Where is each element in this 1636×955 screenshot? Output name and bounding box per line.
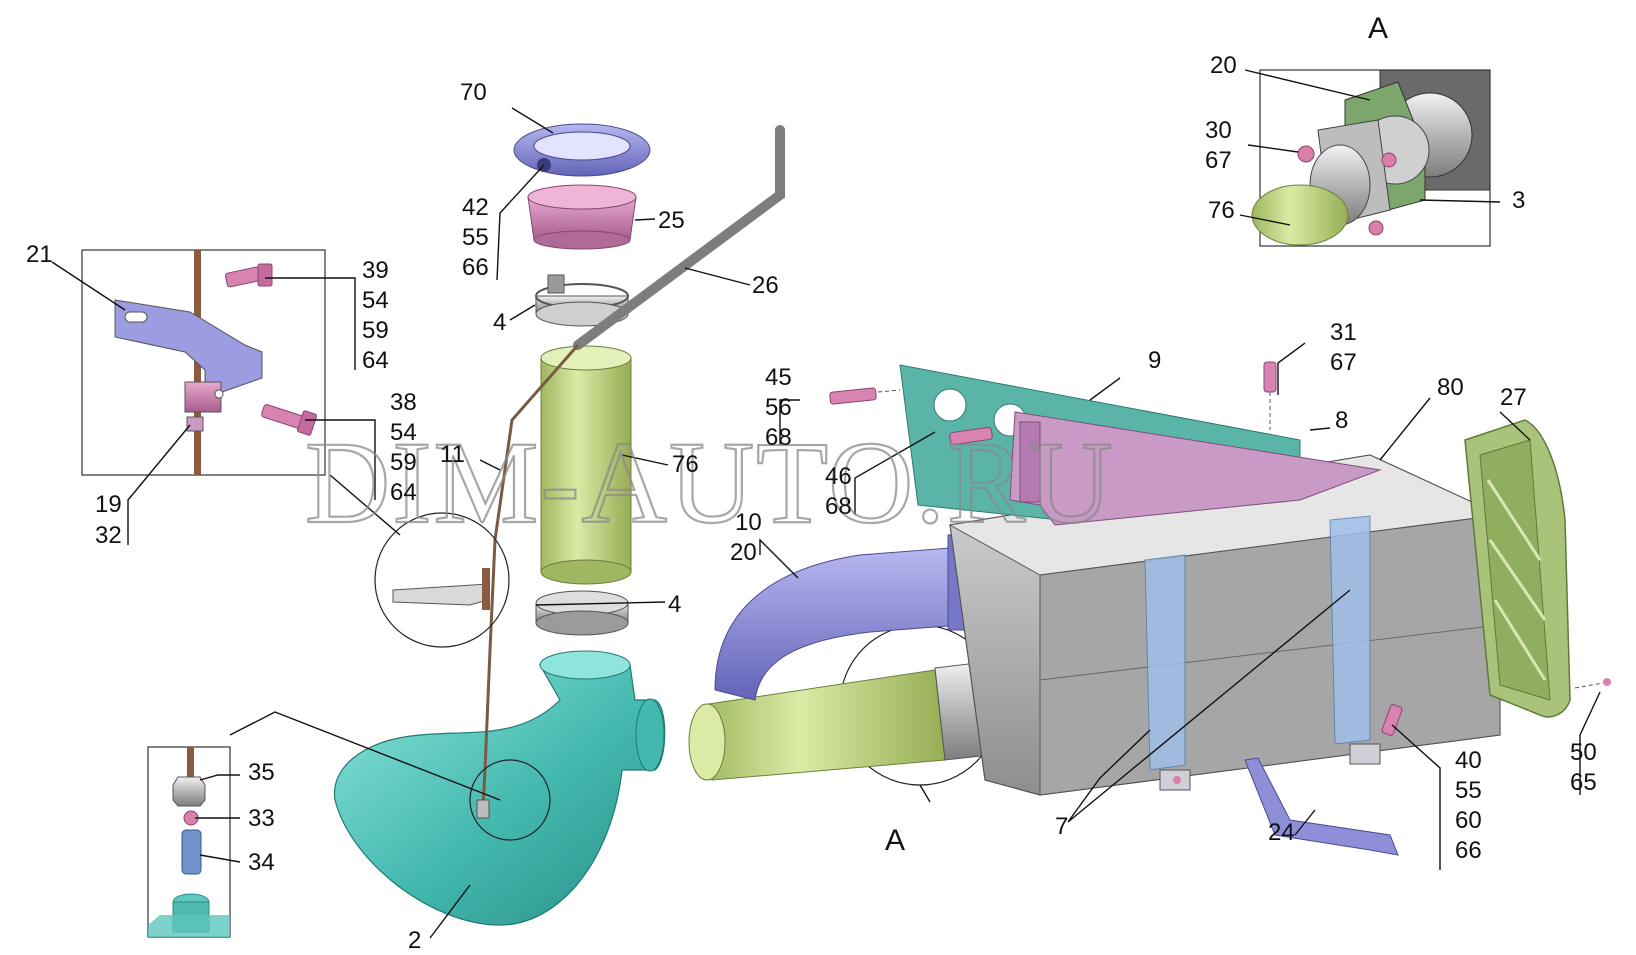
label-25: 25	[658, 207, 685, 234]
label-68: 68	[765, 424, 792, 451]
label-2: 2	[408, 927, 421, 954]
label-66: 66	[462, 254, 489, 281]
label-76: 76	[1208, 197, 1235, 224]
label-9: 9	[1148, 347, 1161, 374]
bolt-icon	[1574, 678, 1611, 689]
bolt-icon	[949, 427, 993, 445]
sensor-fitting	[476, 799, 490, 819]
clamp-icon	[513, 123, 651, 177]
label-67: 67	[1205, 147, 1232, 174]
sensor-wire	[481, 344, 580, 809]
detail-inset-bracket	[81, 249, 326, 476]
exhaust-elbow-pipe	[333, 650, 666, 926]
bolt-icon	[261, 404, 318, 436]
label-55: 55	[462, 224, 489, 251]
label-20: 20	[1210, 52, 1237, 79]
label-80: 80	[1437, 374, 1464, 401]
hanger-strap	[1244, 757, 1399, 856]
label-34: 34	[248, 849, 275, 876]
label-56: 56	[765, 394, 792, 421]
label-76: 76	[672, 451, 699, 478]
label-39: 39	[362, 257, 389, 284]
clamp-icon	[535, 590, 629, 636]
bolt-icon	[829, 387, 901, 405]
label-68: 68	[825, 493, 852, 520]
label-64: 64	[362, 347, 389, 374]
label-67: 67	[1330, 349, 1357, 376]
pipe-icon	[540, 345, 632, 585]
leader-lines	[51, 69, 1601, 939]
view-a-flange-detail	[1251, 69, 1491, 246]
label-59: 59	[362, 317, 389, 344]
label-20: 20	[730, 539, 757, 566]
detail-callout-fitting	[469, 759, 551, 841]
label-30: 30	[1205, 117, 1232, 144]
exhaust-tube	[573, 125, 785, 350]
seal-ring	[527, 184, 637, 250]
view-a-title: A	[1368, 12, 1388, 45]
bolt-icon	[1263, 361, 1277, 430]
label-40: 40	[1455, 747, 1482, 774]
label-60: 60	[1455, 807, 1482, 834]
label-59: 59	[390, 449, 417, 476]
label-4-top: 4	[493, 309, 506, 336]
label-66: 66	[1455, 837, 1482, 864]
label-65: 65	[1570, 769, 1597, 796]
watermark-text: DIM-AUTO.RU	[305, 417, 1115, 548]
part-labels: A A 70 42 55 66 25 26 4 4 76 11 21 39 54…	[26, 12, 1597, 954]
label-64: 64	[390, 479, 417, 506]
label-27: 27	[1500, 384, 1527, 411]
label-42: 42	[462, 194, 489, 221]
label-50: 50	[1570, 739, 1597, 766]
view-a-callout: A	[885, 824, 905, 857]
label-33: 33	[248, 805, 275, 832]
label-7: 7	[1055, 813, 1068, 840]
label-19: 19	[95, 491, 122, 518]
support-bracket-pink	[1009, 411, 1382, 526]
end-cover	[1464, 419, 1571, 718]
label-21: 21	[26, 241, 53, 268]
label-54: 54	[362, 287, 389, 314]
label-31: 31	[1330, 319, 1357, 346]
label-11: 11	[440, 441, 465, 468]
label-10: 10	[735, 509, 762, 536]
label-24: 24	[1268, 819, 1295, 846]
mounting-band	[1329, 515, 1371, 745]
label-32: 32	[95, 522, 122, 549]
label-38: 38	[390, 389, 417, 416]
label-46: 46	[825, 463, 852, 490]
label-8: 8	[1335, 407, 1348, 434]
label-26: 26	[752, 272, 779, 299]
label-55: 55	[1455, 777, 1482, 804]
mounting-band	[1144, 554, 1186, 771]
bracket-assembly-detail	[114, 250, 263, 475]
label-4-bottom: 4	[668, 591, 681, 618]
label-45: 45	[765, 364, 792, 391]
muffler-icon	[948, 454, 1502, 796]
bolt-icon	[1381, 704, 1403, 736]
small-bracket	[392, 568, 490, 610]
label-3: 3	[1512, 187, 1525, 214]
label-70: 70	[460, 79, 487, 106]
label-54: 54	[390, 419, 417, 446]
fitting-detail	[148, 747, 230, 937]
detail-callout-bracket	[374, 512, 510, 648]
label-35: 35	[248, 759, 275, 786]
bolt-icon	[224, 263, 273, 288]
